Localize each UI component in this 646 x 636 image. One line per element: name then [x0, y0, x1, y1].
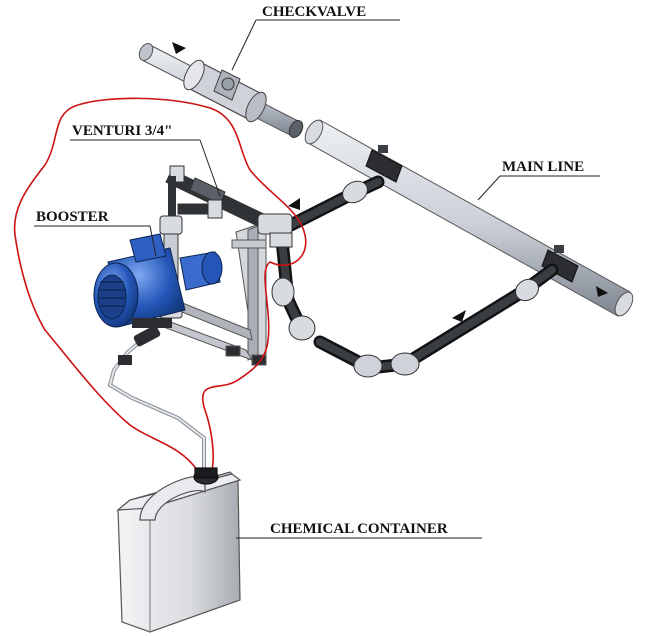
- checkvalve-body: [183, 59, 267, 123]
- saddle-clamp-upper: [365, 145, 403, 183]
- main-pipe-lower: [304, 119, 634, 317]
- pump-motor-icon: [93, 233, 223, 328]
- label-venturi: VENTURI 3/4": [72, 123, 172, 139]
- saddle-clamp-lower: [541, 245, 579, 283]
- label-main-line: MAIN LINE: [502, 159, 584, 175]
- label-booster: BOOSTER: [36, 209, 109, 225]
- label-checkvalve: CHECKVALVE: [262, 4, 366, 20]
- arrow-head-icon: [172, 42, 608, 322]
- pump-stand-frame: [158, 221, 267, 366]
- chemical-container: [116, 467, 242, 633]
- bypass-pipe: [275, 175, 559, 375]
- red-loop-outline: [13, 97, 307, 471]
- suction-hose: [107, 325, 206, 470]
- callout-leader-lines: [34, 19, 600, 539]
- label-chemical-container: CHEMICAL CONTAINER: [270, 521, 448, 537]
- union-fitting: [271, 180, 539, 378]
